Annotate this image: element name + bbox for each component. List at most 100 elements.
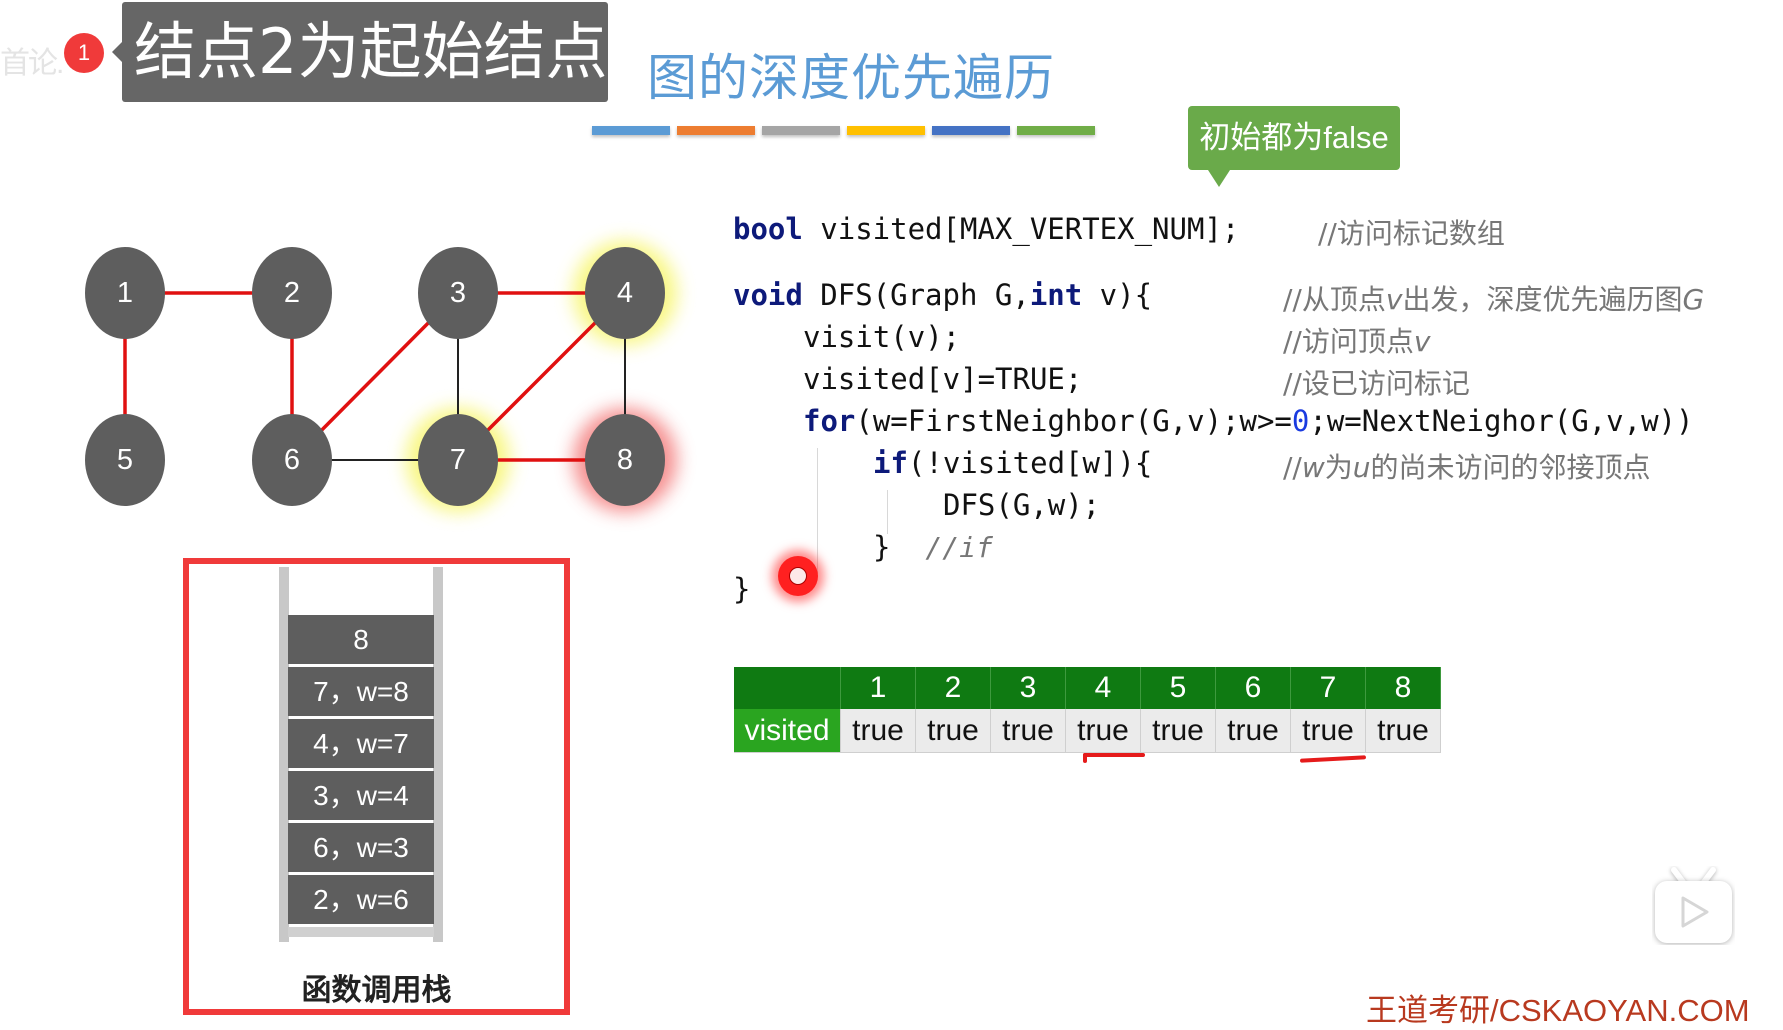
code-line-9: } <box>733 572 751 606</box>
graph-node-8: 8 <box>585 414 665 506</box>
table-cell: true <box>990 709 1066 753</box>
node-label: 6 <box>284 444 300 476</box>
node-circle <box>418 247 498 339</box>
slide-title: 图的深度优先遍历 <box>647 49 1055 107</box>
graph-node-3: 3 <box>418 247 498 339</box>
code-line-8: } //if <box>873 530 993 564</box>
indent-guide <box>817 448 818 574</box>
graph-node-4: 4 <box>585 247 665 339</box>
graph-node-6: 6 <box>252 414 332 506</box>
call-stack-caption: 函数调用栈 <box>301 973 452 1008</box>
code-keyword: void <box>733 278 803 312</box>
comment-part: v <box>1385 283 1403 316</box>
node-label: 2 <box>284 277 300 309</box>
table-cell: true <box>915 709 991 753</box>
bilibili-tv-play-icon[interactable] <box>1652 866 1735 945</box>
code-text: ;w=NextNeighor(G,v,w)) <box>1309 404 1694 438</box>
code-text: (w=FirstNeighbor(G,v);w>= <box>855 404 1292 438</box>
table-header-cell: 1 <box>840 667 916 709</box>
node-circle <box>585 414 665 506</box>
color-bar <box>762 126 840 135</box>
comment-part: //从顶点 <box>1283 283 1386 316</box>
callout-initial-false: 初始都为false <box>1188 106 1400 170</box>
stack-frame: 6，w=3 <box>288 823 434 872</box>
code-brace: } <box>873 530 891 564</box>
node-circle <box>585 247 665 339</box>
handwritten-underline-hook <box>1083 753 1087 763</box>
visited-array-table: 1 2 3 4 5 6 7 8 visited true true true t… <box>734 667 1441 753</box>
stack-frame: 3，w=4 <box>288 771 434 820</box>
graph-diagram: 1 2 3 4 5 6 7 8 <box>85 241 677 512</box>
stack-frame: 7，w=8 <box>288 667 434 716</box>
title-color-bars <box>592 126 1095 135</box>
table-header-cell: 6 <box>1215 667 1291 709</box>
node-circle <box>85 414 165 506</box>
code-text: DFS(Graph G, <box>802 278 1030 312</box>
comment-part: w <box>1301 451 1325 484</box>
cursor-center <box>789 567 807 585</box>
color-bar <box>1017 126 1095 135</box>
comment-part: G <box>1682 283 1705 316</box>
node-label: 4 <box>617 277 633 309</box>
handwritten-underline <box>1083 753 1145 757</box>
comment-part: 出发，深度优先遍历图 <box>1402 283 1683 316</box>
code-comment: //访问顶点v <box>1283 320 1430 360</box>
code-comment: //设已访问标记 <box>1283 367 1470 400</box>
table-cell: true <box>1065 709 1141 753</box>
comment-part: // <box>1283 451 1302 484</box>
table-corner-cell <box>734 667 841 709</box>
node-circle <box>85 247 165 339</box>
tooltip-arrow <box>112 42 122 62</box>
table-row-label: visited <box>734 709 841 753</box>
pointer-cursor-indicator <box>778 556 818 596</box>
node-label: 7 <box>450 444 466 476</box>
node-circle <box>252 414 332 506</box>
table-header-cell: 3 <box>990 667 1066 709</box>
code-text: visited[MAX_VERTEX_NUM]; <box>802 212 1240 246</box>
node-label: 3 <box>450 277 466 309</box>
code-line-3: visit(v); <box>803 320 961 354</box>
table-cell: true <box>1215 709 1291 753</box>
call-stack-highlight-box <box>183 558 570 1015</box>
stack-floor <box>288 927 434 937</box>
code-keyword: int <box>1029 278 1083 312</box>
table-header-cell: 4 <box>1065 667 1141 709</box>
code-line-2: void DFS(Graph G,int v){ <box>733 278 1152 312</box>
code-keyword: bool <box>733 212 803 246</box>
table-cell: true <box>1140 709 1216 753</box>
table-header-cell: 2 <box>915 667 991 709</box>
color-bar <box>847 126 925 135</box>
code-comment: //从顶点v出发，深度优先遍历图G <box>1283 278 1704 318</box>
background-ghost-text: 首论. <box>0 47 64 80</box>
table-header-row: 1 2 3 4 5 6 7 8 <box>734 667 1441 709</box>
graph-node-5: 5 <box>85 414 165 506</box>
node-label: 8 <box>617 444 633 476</box>
node-circle <box>252 247 332 339</box>
graph-node-2: 2 <box>252 247 332 339</box>
table-row: visited true true true true true true tr… <box>734 709 1441 753</box>
watermark: 王道考研/CSKAOYAN.COM <box>1366 993 1750 1028</box>
color-bar <box>677 126 755 135</box>
code-line-4: visited[v]=TRUE; <box>803 362 1083 396</box>
node-label: 1 <box>117 277 133 309</box>
code-number: 0 <box>1291 404 1310 438</box>
table-cell: true <box>840 709 916 753</box>
code-comment: //w为u的尚未访问的邻接顶点 <box>1283 446 1651 486</box>
comment-part: v <box>1413 325 1431 358</box>
table-cell: true <box>1365 709 1441 753</box>
comment-part: 为 <box>1324 451 1353 484</box>
stack-rail-right <box>433 567 443 942</box>
indent-guide <box>887 490 888 534</box>
code-line-6: if(!visited[w]){ <box>873 446 1152 480</box>
code-keyword: for <box>803 404 856 438</box>
color-bar <box>932 126 1010 135</box>
table-cell: true <box>1290 709 1366 753</box>
code-text: v){ <box>1082 278 1153 312</box>
stack-frame: 4，w=7 <box>288 719 434 768</box>
node-label: 5 <box>117 444 133 476</box>
node-circle <box>418 414 498 506</box>
code-text: (!visited[w]){ <box>907 446 1153 480</box>
stack-frame: 2，w=6 <box>288 875 434 924</box>
notification-badge[interactable]: 1 <box>64 33 104 73</box>
annotation-tooltip: 结点2为起始结点 <box>122 2 608 102</box>
